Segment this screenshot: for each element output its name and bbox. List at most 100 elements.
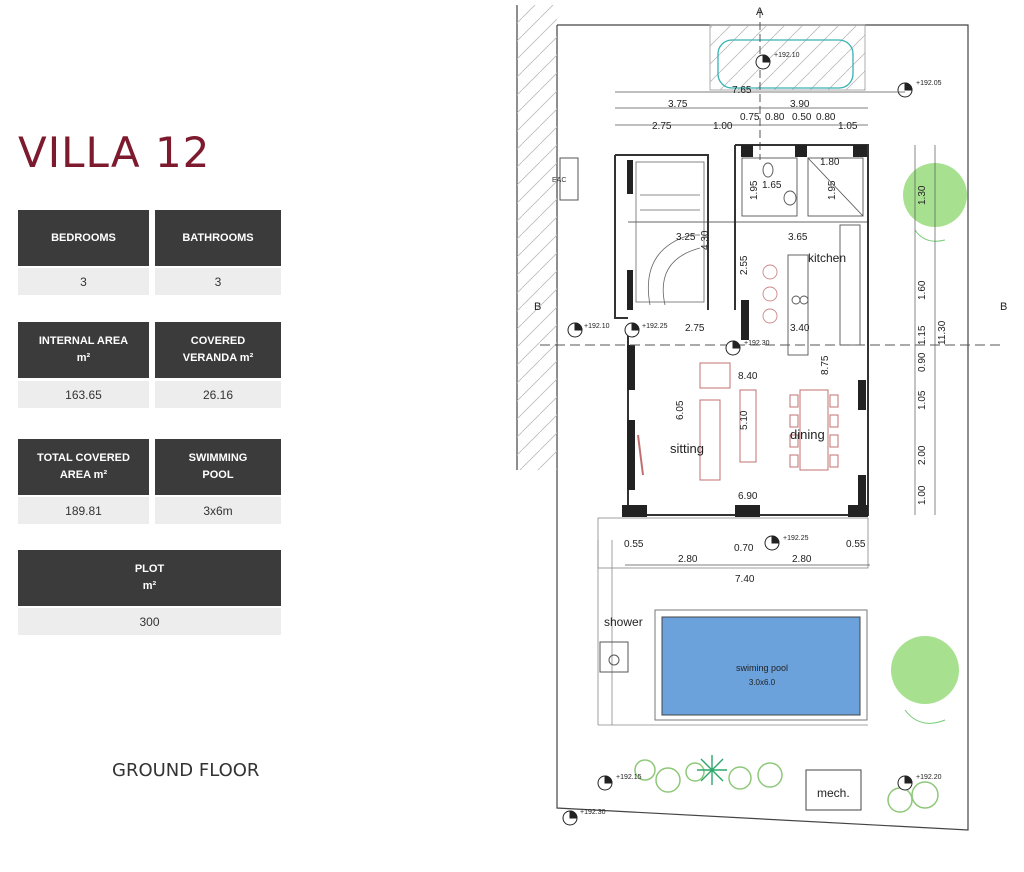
dim-340: 3.40 xyxy=(790,323,810,334)
tree-icon xyxy=(891,636,959,724)
total-covered-header: TOTAL COVERED AREA m² xyxy=(18,439,149,495)
basin-icon xyxy=(783,190,797,206)
plot-value: 300 xyxy=(18,608,281,635)
bedrooms-value: 3 xyxy=(18,268,149,295)
dim-740: 7.40 xyxy=(735,574,755,585)
dim-840: 8.40 xyxy=(738,371,758,382)
dim-r090: 0.90 xyxy=(917,352,928,372)
dim-105: 1.05 xyxy=(838,121,858,132)
villa-title: VILLA 12 xyxy=(18,128,211,177)
shrub-row xyxy=(634,759,939,813)
dim-165: 1.65 xyxy=(762,180,782,191)
level-top-right: +192.05 xyxy=(916,80,942,87)
dim-390: 3.90 xyxy=(790,99,810,110)
dim-765: 7.65 xyxy=(732,85,752,96)
room-labels: kitchen sitting dining shower mech. xyxy=(604,251,850,800)
dim-255: 2.55 xyxy=(739,255,750,275)
plot-label: PLOT xyxy=(134,563,165,575)
section-b-left: B xyxy=(534,301,541,313)
swimming-pool: swiming pool 3.0x6.0 xyxy=(654,609,868,721)
dim-195b: 1.95 xyxy=(827,180,838,200)
dim-080a: 0.80 xyxy=(765,112,785,123)
internal-area-unit: m² xyxy=(76,352,91,364)
dim-100: 1.00 xyxy=(713,121,733,132)
floor-label: GROUND FLOOR xyxy=(112,760,260,781)
total-covered-label: TOTAL COVERED xyxy=(37,452,130,464)
covered-veranda-value: 26.16 xyxy=(155,381,281,408)
dim-055a: 0.55 xyxy=(624,539,644,550)
level-bottom-right: +192.20 xyxy=(916,774,942,781)
dim-r200: 2.00 xyxy=(917,445,928,465)
dining-furniture xyxy=(739,389,839,471)
level-left-entry: +192.10 xyxy=(584,323,610,330)
section-a-label: A xyxy=(756,6,764,18)
swimming-pool-value: 3x6m xyxy=(155,497,281,524)
dim-070: 0.70 xyxy=(734,543,754,554)
dim-280a: 2.80 xyxy=(678,554,698,565)
dim-080b: 0.80 xyxy=(816,112,836,123)
mech-room xyxy=(805,769,862,811)
kitchen-label: kitchen xyxy=(808,251,846,265)
level-center: +192.30 xyxy=(744,340,770,347)
dimension-lines xyxy=(615,91,936,566)
bathrooms-label: BATHROOMS xyxy=(182,231,254,244)
level-veranda: +192.25 xyxy=(783,535,809,542)
dim-055b: 0.55 xyxy=(846,539,866,550)
total-covered-value: 189.81 xyxy=(18,497,149,524)
dim-275-mid: 2.75 xyxy=(685,323,705,334)
dim-r115: 1.15 xyxy=(917,325,928,345)
swimming-pool-label-2: POOL xyxy=(202,469,234,481)
dim-180: 1.80 xyxy=(820,157,840,168)
palm-icon xyxy=(697,755,727,785)
covered-veranda-unit: VERANDA m² xyxy=(182,352,254,364)
level-bottom-left: +192.15 xyxy=(616,774,642,781)
dim-365: 3.65 xyxy=(788,232,808,243)
shower-icon xyxy=(608,654,620,666)
dim-280b: 2.80 xyxy=(792,554,812,565)
mech-label: mech. xyxy=(817,786,850,800)
bathrooms-header: BATHROOMS xyxy=(155,210,281,266)
eac-box xyxy=(559,157,579,201)
staircase xyxy=(635,161,705,306)
level-left-entry-2: +192.25 xyxy=(642,323,668,330)
dimension-labels: 7.65 3.75 3.90 2.75 1.00 0.75 0.80 0.50 … xyxy=(624,85,866,585)
level-bottom-corner: +192.30 xyxy=(580,809,606,816)
car-icon xyxy=(717,39,854,89)
dim-375: 3.75 xyxy=(668,99,688,110)
sitting-furniture xyxy=(637,362,731,481)
wall-blocks xyxy=(622,145,868,517)
bedrooms-header: BEDROOMS xyxy=(18,210,149,266)
section-b-right: B xyxy=(1000,301,1007,313)
dining-label: dining xyxy=(790,427,825,442)
bathrooms-value: 3 xyxy=(155,268,281,295)
neighbour-hatch xyxy=(517,5,557,470)
bedrooms-label: BEDROOMS xyxy=(51,231,116,244)
dim-690: 6.90 xyxy=(738,491,758,502)
kitchen-fixtures xyxy=(762,224,861,356)
dim-050: 0.50 xyxy=(792,112,812,123)
level-labels: +192.10 +192.05 +192.10 +192.25 +192.30 … xyxy=(580,52,942,816)
dim-325: 3.25 xyxy=(676,232,696,243)
covered-veranda-header: COVERED VERANDA m² xyxy=(155,322,281,378)
level-markers xyxy=(562,54,913,826)
shower-tray xyxy=(599,641,629,673)
pool-name: swiming pool xyxy=(736,663,788,673)
parking-area xyxy=(709,10,866,160)
total-covered-unit: AREA m² xyxy=(59,469,108,481)
bathroom xyxy=(741,157,864,217)
dim-r130: 1.30 xyxy=(917,185,928,205)
dim-r100: 1.00 xyxy=(917,485,928,505)
covered-veranda-label: COVERED xyxy=(190,335,246,347)
sitting-label: sitting xyxy=(670,441,704,456)
section-labels: A B B xyxy=(534,6,1007,313)
dim-r105: 1.05 xyxy=(917,390,928,410)
veranda-deck xyxy=(597,517,869,726)
dim-430: 4.30 xyxy=(700,230,711,250)
dim-075: 0.75 xyxy=(740,112,760,123)
internal-area-value: 163.65 xyxy=(18,381,149,408)
eac-label: EAC xyxy=(552,177,566,184)
dim-510: 5.10 xyxy=(739,410,750,430)
